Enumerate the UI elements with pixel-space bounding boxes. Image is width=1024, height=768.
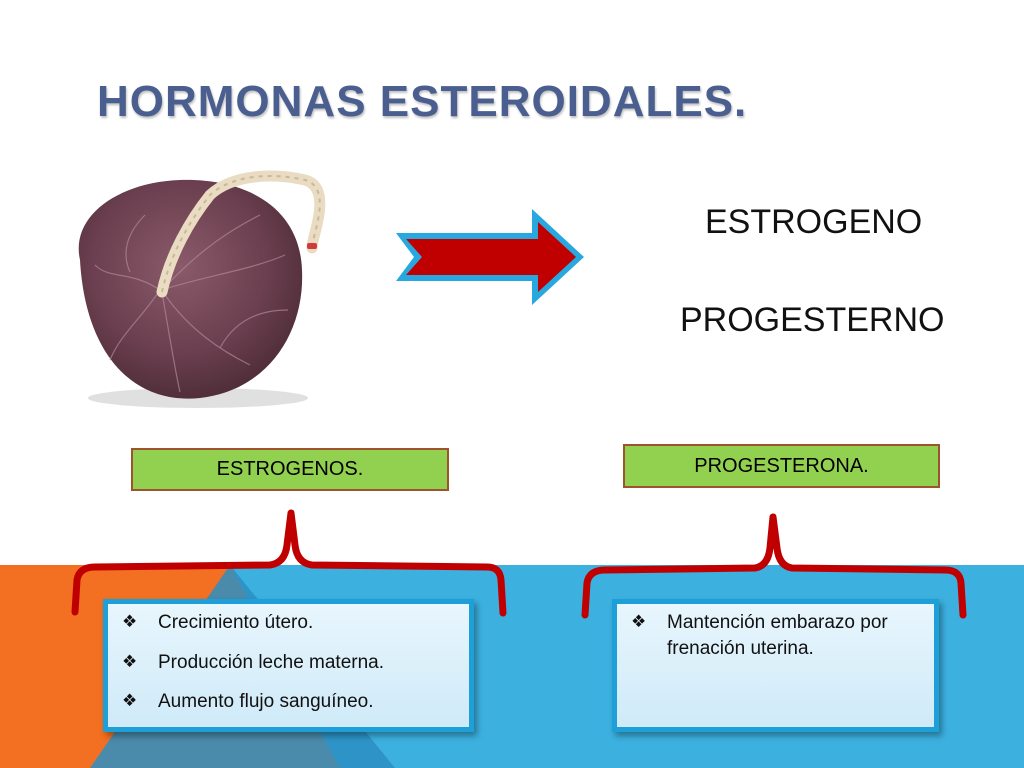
estrogenos-tag: ESTROGENOS. [131, 448, 449, 491]
slide-title: HORMONAS ESTEROIDALES. [97, 77, 748, 126]
list-item-text: Crecimiento útero. [158, 612, 314, 633]
estrogen-effects-list: ❖ Crecimiento útero. ❖ Producción leche … [118, 610, 459, 715]
hormone-label-progesterno: PROGESTERNO [680, 301, 945, 339]
placenta-image [78, 170, 326, 408]
list-item-text: Producción leche materna. [158, 651, 385, 673]
estrogen-effects-box: ❖ Crecimiento útero. ❖ Producción leche … [103, 599, 474, 732]
progesterona-tag-label: PROGESTERONA. [694, 454, 869, 477]
list-item: ❖ Aumento flujo sanguíneo. [118, 689, 459, 715]
diamond-bullet-icon: ❖ [122, 691, 138, 711]
list-item-text: Mantención embarazo por frenación uterin… [667, 612, 888, 659]
list-item: ❖ Producción leche materna. [118, 650, 459, 676]
diamond-bullet-icon: ❖ [122, 651, 138, 671]
progesterone-effects-list: ❖ Mantención embarazo por frenación uter… [627, 610, 924, 661]
list-item-text: Aumento flujo sanguíneo. [158, 691, 374, 713]
diamond-bullet-icon: ❖ [122, 612, 138, 631]
list-item: ❖ Mantención embarazo por frenación uter… [627, 610, 924, 661]
estrogenos-tag-label: ESTROGENOS. [216, 458, 364, 480]
right-arrow-icon [396, 209, 584, 305]
diamond-bullet-icon: ❖ [631, 612, 647, 631]
progesterone-effects-box: ❖ Mantención embarazo por frenación uter… [612, 599, 939, 732]
hormone-label-estrogeno: ESTROGENO [705, 203, 923, 241]
list-item: ❖ Crecimiento útero. [118, 610, 459, 636]
progesterona-tag: PROGESTERONA. [623, 444, 940, 488]
